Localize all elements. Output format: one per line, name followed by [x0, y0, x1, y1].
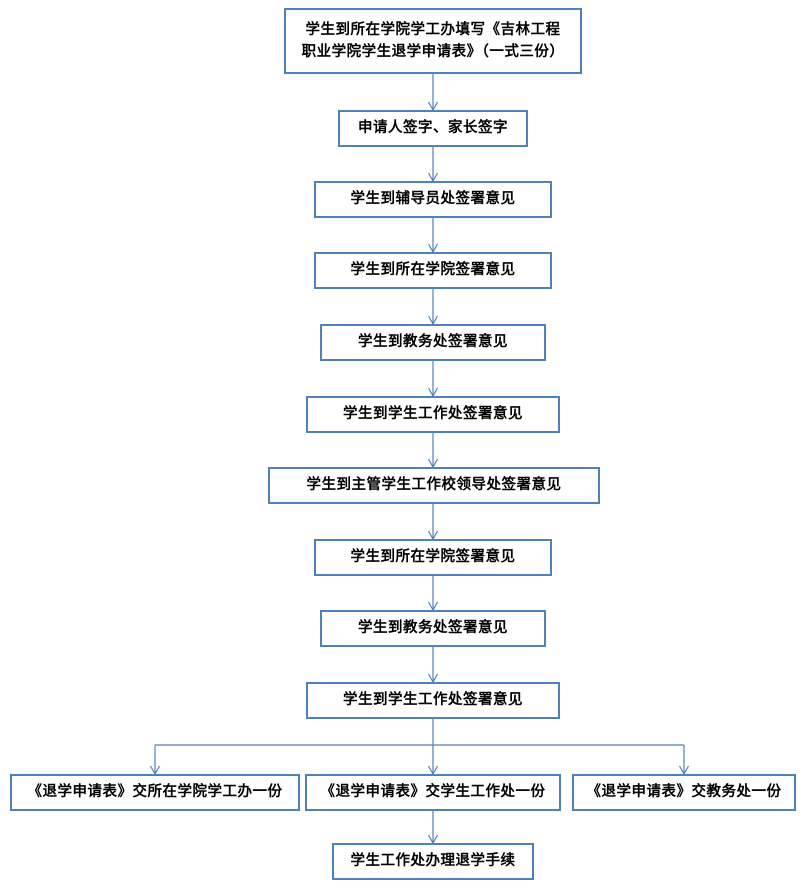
branch-academic-affairs-copy: 《退学申请表》交教务处一份 — [572, 774, 796, 811]
step-fill-application-form: 学生到所在学院学工办填写《吉林工程 职业学院学生退学申请表》（一式三份） — [284, 8, 582, 74]
step-academic-affairs-opinion-1: 学生到教务处签署意见 — [320, 324, 546, 361]
step-student-affairs-opinion-1: 学生到学生工作处签署意见 — [306, 396, 560, 433]
step-fill-application-form-line-1: 学生到所在学院学工办填写《吉林工程 — [305, 20, 561, 38]
step-college-opinion-1: 学生到所在学院签署意见 — [314, 252, 552, 289]
step-applicant-parent-sign: 申请人签字、家长签字 — [338, 110, 528, 147]
step-student-affairs-opinion-2: 学生到学生工作处签署意见 — [306, 682, 560, 719]
branch-student-affairs-copy: 《退学申请表》交学生工作处一份 — [305, 774, 561, 811]
final-process-withdrawal: 学生工作处办理退学手续 — [332, 843, 534, 880]
branch-college-office-copy: 《退学申请表》交所在学院学工办一份 — [10, 774, 300, 811]
step-fill-application-form-line-2: 职业学院学生退学申请表》（一式三份） — [301, 43, 565, 60]
step-college-opinion-2: 学生到所在学院签署意见 — [314, 539, 552, 576]
step-school-leader-opinion: 学生到主管学生工作校领导处签署意见 — [268, 467, 600, 504]
step-counselor-opinion: 学生到辅导员处签署意见 — [314, 181, 552, 218]
step-academic-affairs-opinion-2: 学生到教务处签署意见 — [320, 610, 546, 647]
